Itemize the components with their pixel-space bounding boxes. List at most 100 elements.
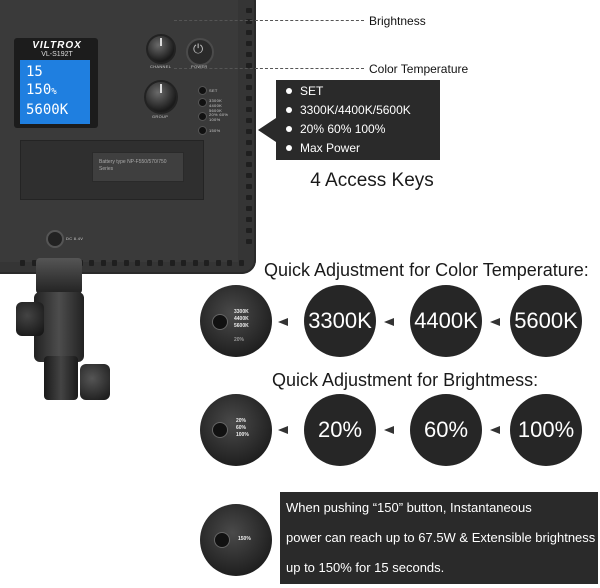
mount-lock-knob[interactable] [16,302,44,336]
vent-notch [246,19,252,24]
brightness-key[interactable] [198,112,207,121]
brightness-label-partial: 20% [234,337,245,343]
max-power-button-closeup: 150% [200,504,272,576]
color-temp-leader-line [174,68,364,69]
vent-notch [246,41,252,46]
vent-notch [181,260,186,266]
brightness-button-icon [212,422,228,438]
group-knob-label: GROUP [152,114,169,119]
power-button-label: POWER [191,64,208,69]
vent-notch [246,206,252,211]
vent-notch [100,260,106,266]
vent-notch [192,260,198,266]
battery-type-label: Battery type NP-F550/570/750 Series [99,159,167,172]
value-100-percent: 100% [510,394,582,466]
group-knob[interactable] [144,80,178,114]
vent-notch [169,260,175,266]
vent-notch [246,52,252,57]
value-5600k: 5600K [510,285,582,357]
vent-notch [246,184,252,189]
key-item-set: SET [286,84,323,98]
dc-input-jack[interactable] [46,230,64,248]
color-temp-button-icon [212,314,228,330]
max-power-info-box: When pushing “150” button, Instantaneous… [280,492,598,584]
vent-notch [246,118,252,123]
model-label: VL-S192T [41,51,73,58]
vent-notch [246,195,252,200]
vent-notch [246,217,252,222]
vent-notch [246,239,252,244]
vent-notch [246,129,252,134]
vent-notch [246,107,252,112]
color-temp-key[interactable] [198,98,207,107]
channel-knob-label: CHANNEL [150,64,172,69]
keys-pointer [258,118,276,142]
vent-notch [238,260,244,266]
battery-plate: Battery type NP-F550/570/750 Series [92,152,184,182]
arrow-left-icon [278,318,288,326]
vent-notch [246,162,252,167]
max-power-key-label: 150% [209,128,221,133]
vent-notch [246,173,252,178]
vent-notch [246,63,252,68]
vent-notch [215,260,221,266]
access-keys-box: SET 3300K/4400K/5600K 20% 60% 100% Max P… [276,80,440,160]
vent-notch [227,260,232,266]
color-temp-button-closeup: 3300K 4400K 5600K 20% [200,285,272,357]
max-power-button-icon [214,532,230,548]
vent-notch [246,85,252,90]
color-temp-callout: Color Temperature [369,62,469,76]
vent-notch [31,260,37,266]
color-temp-key-label: 3300K 4400K 5600K [209,98,223,113]
brightness-key-label: 20% 60% 100% [209,112,229,122]
max-power-button-label: 150% [238,536,251,542]
brand-logo: VILTROX [32,40,82,51]
brightness-leader-line [174,20,364,21]
info-line-3: up to 150% for 15 seconds. [286,560,445,575]
set-key-label: SET [209,88,218,93]
dc-label: DC 8.4V [66,236,84,241]
mount-clamp [36,258,82,294]
vent-notch [123,260,129,266]
mount-shaft [44,356,78,400]
vent-notch [112,260,117,266]
mount-tension-knob[interactable] [80,364,110,400]
color-temp-section-title: Quick Adjustment for Color Temperature: [264,260,589,280]
brightness-section-title: Quick Adjustment for Brightmess: [272,370,539,390]
color-temp-button-labels: 3300K 4400K 5600K [234,309,249,329]
arrow-left-icon [384,318,394,326]
brightness-button-labels: 20% 60% 100% [236,418,249,438]
key-item-color-temp: 3300K/4400K/5600K [286,103,411,117]
arrow-left-icon [384,426,394,434]
lcd-color-temp: 5600K [26,102,69,118]
arrow-left-icon [278,426,288,434]
vent-notch [246,151,252,156]
vent-notch [246,30,252,35]
vent-notch [246,228,252,233]
channel-knob[interactable] [146,34,176,64]
vent-notch [204,260,209,266]
value-3300k: 3300K [304,285,376,357]
vent-notch [246,74,252,79]
power-button[interactable] [186,38,214,66]
value-20-percent: 20% [304,394,376,466]
lcd-brightness: 150% [26,82,57,98]
vent-notch [246,140,252,145]
key-item-brightness: 20% 60% 100% [286,122,385,136]
info-line-2: power can reach up to 67.5W & Extensible… [286,530,596,545]
info-line-1: When pushing “150” button, Instantaneous [286,500,532,515]
vent-notch [89,260,94,266]
brightness-button-closeup: 20% 60% 100% [200,394,272,466]
arrow-left-icon [490,318,500,326]
access-keys-title: 4 Access Keys [310,170,434,191]
lcd-screen: 15 150% 5600K [20,60,90,124]
value-60-percent: 60% [410,394,482,466]
vent-notch [20,260,25,266]
vent-notch [246,8,252,13]
max-power-key[interactable] [198,126,207,135]
lcd-channel: 15 [26,64,43,80]
vent-notch [246,96,252,101]
vent-notch [158,260,163,266]
vent-notch [135,260,140,266]
set-key[interactable] [198,86,207,95]
